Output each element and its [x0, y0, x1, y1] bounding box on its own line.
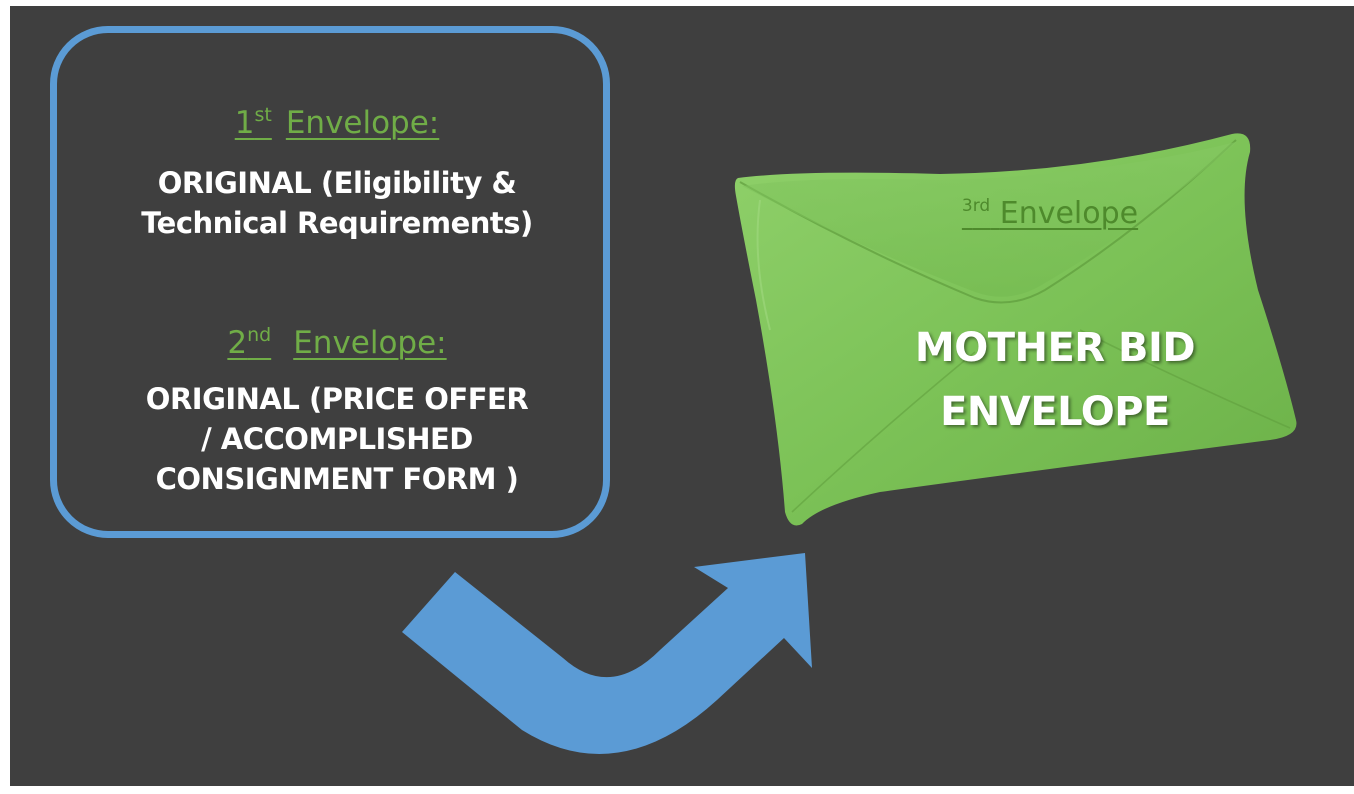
- third-envelope-ordinal: 3: [961, 196, 973, 216]
- second-envelope-ordinal: 2: [227, 325, 248, 361]
- envelope-icon: [734, 133, 1297, 526]
- mother-title-line: ENVELOPE: [940, 389, 1170, 435]
- curved-arrow-icon: [402, 553, 812, 754]
- first-envelope-heading: 1st Envelope:: [57, 105, 617, 141]
- first-envelope-label: Envelope:: [285, 105, 440, 141]
- first-envelope-description: ORIGINAL (Eligibility & Technical Requir…: [117, 163, 557, 243]
- second-envelope-line: / ACCOMPLISHED: [201, 422, 473, 456]
- third-envelope-ordinal-suffix: rd: [972, 196, 991, 216]
- first-envelope-ordinal: 1: [234, 105, 255, 141]
- first-envelope-line: ORIGINAL (Eligibility &: [157, 166, 517, 200]
- mother-bid-envelope-title: MOTHER BID ENVELOPE: [860, 316, 1250, 444]
- second-envelope-heading: 2nd Envelope:: [57, 325, 617, 361]
- second-envelope-description: ORIGINAL (PRICE OFFER / ACCOMPLISHED CON…: [117, 379, 557, 499]
- second-envelope-line: ORIGINAL (PRICE OFFER: [145, 382, 529, 416]
- second-envelope-label: Envelope:: [293, 325, 447, 361]
- second-envelope-line: CONSIGNMENT FORM ): [155, 462, 519, 496]
- third-envelope-label: Envelope: [999, 196, 1139, 231]
- mother-title-line: MOTHER BID: [914, 325, 1196, 371]
- second-envelope-ordinal-suffix: nd: [247, 324, 272, 346]
- first-envelope-ordinal-suffix: st: [254, 104, 272, 126]
- first-envelope-line: Technical Requirements): [141, 206, 533, 240]
- third-envelope-heading: 3rd Envelope: [880, 196, 1220, 232]
